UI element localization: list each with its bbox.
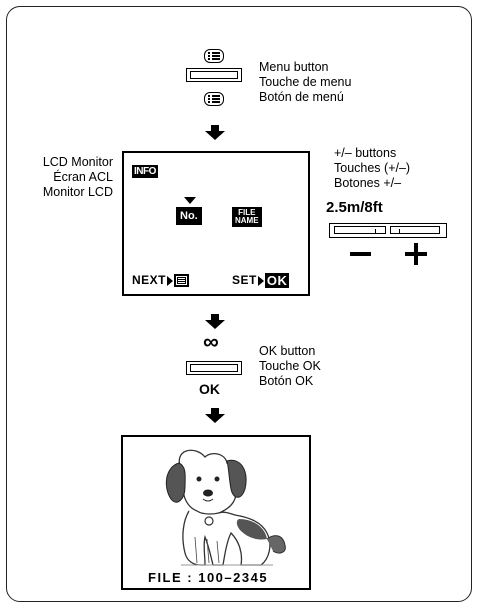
menu-button-label-fr: Touche de menu (259, 75, 351, 89)
minus-button (334, 226, 386, 234)
plus-button-notch (399, 229, 400, 234)
menu-icon-top (204, 49, 224, 63)
menu-button-label-en: Menu button (259, 60, 329, 74)
zoom-label-en: +/– buttons (334, 146, 396, 160)
set-hint: SET OK (232, 273, 289, 288)
ok-icon: OK (265, 273, 290, 288)
arrow-right-icon (167, 276, 173, 286)
arrow-down-icon-1 (204, 125, 226, 141)
menu-button (186, 68, 242, 82)
minus-icon (350, 252, 371, 256)
menu-icon-bottom (204, 92, 224, 106)
menu-button-label-es: Botón de menú (259, 90, 344, 104)
selection-marker-icon (184, 197, 196, 204)
arrow-right-icon (258, 276, 264, 286)
menu-icon (174, 274, 189, 287)
minus-button-notch (375, 229, 376, 234)
lcd-label-es: Monitor LCD (10, 185, 113, 199)
info-icon: INFO (132, 165, 158, 178)
file-name-option: FILE NAME (232, 207, 262, 227)
ok-button-label-fr: Touche OK (259, 359, 321, 373)
lcd-label-fr: Écran ACL (10, 170, 113, 184)
ok-button-label-es: Botón OK (259, 374, 313, 388)
next-hint: NEXT (132, 273, 189, 287)
zoom-label-es: Botones +/– (334, 176, 401, 190)
zoom-buttons (329, 223, 447, 238)
set-label: SET (232, 273, 257, 287)
number-option: No. (176, 207, 202, 225)
zoom-label-fr: Touches (+/–) (334, 161, 410, 175)
ok-button-label-en: OK button (259, 344, 315, 358)
plus-icon-vertical (414, 243, 418, 265)
infinity-icon: ∞ (203, 331, 219, 353)
dog-image (143, 441, 293, 569)
file-number-caption: FILE : 100–2345 (148, 570, 268, 585)
next-label: NEXT (132, 273, 166, 287)
lcd-label-en: LCD Monitor (10, 155, 113, 169)
ok-button (186, 361, 242, 375)
arrow-down-icon-2 (204, 314, 226, 330)
ok-button-text: OK (199, 381, 220, 397)
plus-button (390, 226, 440, 234)
photo-screen: FILE : 100–2345 (121, 435, 311, 590)
focus-distance: 2.5m/8ft (326, 199, 383, 216)
file-name-line-2: NAME (235, 217, 259, 225)
arrow-down-icon-3 (204, 408, 226, 424)
lcd-screen: INFO No. FILE NAME NEXT SET OK (122, 151, 310, 296)
